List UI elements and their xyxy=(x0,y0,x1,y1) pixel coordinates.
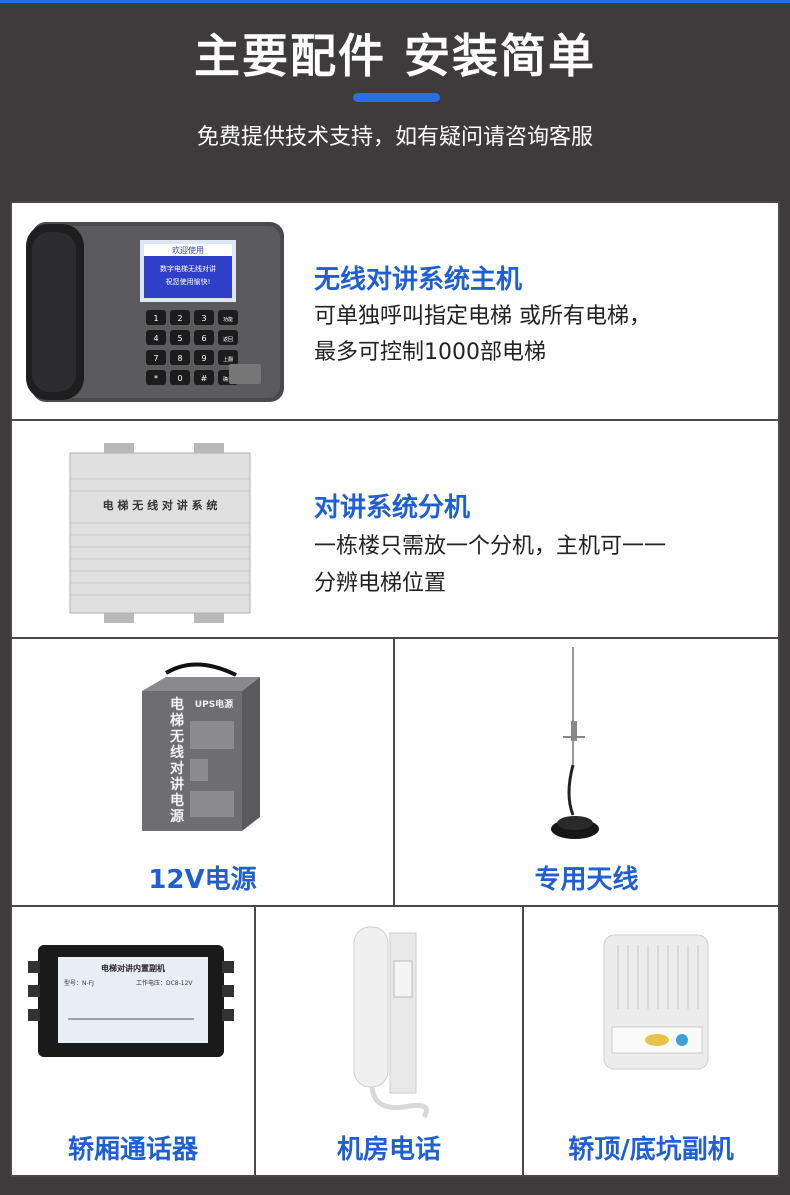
keypad-key xyxy=(194,330,214,345)
extension-desc-line2: 分辨电梯位置 xyxy=(314,571,447,596)
keypad-key xyxy=(218,330,238,345)
antenna-image xyxy=(551,647,599,839)
keypad-key-label: 0 xyxy=(177,374,182,383)
keypad-key xyxy=(194,310,214,325)
extension-box-image: 电 梯 无 线 对 讲 系 统 xyxy=(69,443,251,623)
screen-line-2: 数字电梯无线对讲 xyxy=(160,264,216,273)
extension-title: 对讲系统分机 xyxy=(314,493,471,523)
keypad-key-label: 功能 xyxy=(223,316,233,323)
power-ups-label: UPS电源 xyxy=(195,698,233,710)
pit-unit-label: 轿顶/底坑副机 xyxy=(568,1135,734,1165)
power-label: 12V电源 xyxy=(148,865,257,895)
keypad-key-label: 8 xyxy=(177,354,182,363)
keypad-key xyxy=(170,330,190,345)
car-unit-voltage: 工作电压：DC8-12V xyxy=(136,979,193,987)
main-unit-title: 无线对讲系统主机 xyxy=(314,265,523,295)
keypad-key xyxy=(146,350,166,365)
power-panel: UPS电源 电梯无线对讲电源 12V电源 xyxy=(10,637,395,907)
screen-welcome-text: 欢迎使用 xyxy=(172,245,204,255)
extension-desc-line1: 一栋楼只需放一个分机，主机可一一 xyxy=(314,534,667,559)
top-accent-line xyxy=(0,0,790,3)
car-unit-panel: 电梯对讲内置副机 型号：N-FJ 工作电压：DC8-12V 轿厢通话器 xyxy=(10,905,256,1177)
page-subtitle: 免费提供技术支持，如有疑问请咨询客服 xyxy=(196,125,593,150)
machine-phone-panel: 机房电话 xyxy=(254,905,524,1177)
keypad-key xyxy=(146,330,166,345)
keypad-key xyxy=(218,350,238,365)
keypad: 1 2 3 功能 4 5 6 返回 7 8 9 上翻 * 0 # 确认 xyxy=(146,310,238,385)
power-supply-image: UPS电源 xyxy=(142,662,260,831)
page-title: 主要配件 安装简单 xyxy=(193,29,596,83)
keypad-key xyxy=(146,310,166,325)
keypad-key-label: 6 xyxy=(201,334,206,343)
main-unit-panel: 欢迎使用 数字电梯无线对讲 祝您使用愉快! 1 2 3 功能 4 5 6 返回 7 8 9 上翻 * 0 #… xyxy=(10,201,780,421)
machine-phone-label: 机房电话 xyxy=(336,1135,441,1165)
keypad-key xyxy=(170,350,190,365)
keypad-key-label: # xyxy=(201,374,208,383)
main-unit-image: 欢迎使用 数字电梯无线对讲 祝您使用愉快! 1 2 3 功能 4 5 6 返回 7 8 9 上翻 * 0 #… xyxy=(26,222,284,402)
keypad-key-label: 1 xyxy=(153,314,158,323)
title-underline xyxy=(353,93,440,102)
keypad-key-label: 4 xyxy=(153,334,158,343)
keypad-key-label: 确认 xyxy=(223,376,233,383)
car-unit-image: 电梯对讲内置副机 型号：N-FJ 工作电压：DC8-12V xyxy=(28,945,234,1057)
keypad-key xyxy=(194,370,214,385)
keypad-key-label: 上翻 xyxy=(223,356,233,363)
extension-box-label: 电 梯 无 线 对 讲 系 统 xyxy=(103,498,218,512)
keypad-key xyxy=(218,310,238,325)
machine-phone-image xyxy=(353,926,429,1119)
keypad-key xyxy=(170,310,190,325)
car-unit-device-title: 电梯对讲内置副机 xyxy=(101,963,165,973)
car-unit-label: 轿厢通话器 xyxy=(67,1135,198,1165)
main-unit-desc-line1: 可单独呼叫指定电梯 或所有电梯， xyxy=(314,304,651,329)
screen-line-3: 祝您使用愉快! xyxy=(166,277,211,286)
extension-panel: 电 梯 无 线 对 讲 系 统 对讲系统分机 一栋楼只需放一个分机，主机可一一 … xyxy=(10,419,780,639)
keypad-key-label: 2 xyxy=(177,314,182,323)
keypad-key xyxy=(170,370,190,385)
antenna-label: 专用天线 xyxy=(534,865,639,895)
antenna-panel: 专用天线 xyxy=(393,637,780,907)
car-unit-model: 型号：N-FJ xyxy=(64,979,94,987)
keypad-key-label: * xyxy=(154,374,158,383)
keypad-key xyxy=(146,370,166,385)
keypad-key-label: 5 xyxy=(177,334,182,343)
power-side-text: 电梯无线对讲电源 xyxy=(170,697,184,825)
keypad-key-label: 7 xyxy=(153,354,158,363)
keypad-key-label: 3 xyxy=(201,314,206,323)
main-unit-desc-line2: 最多可控制1000部电梯 xyxy=(314,340,546,365)
keypad-key-label: 返回 xyxy=(223,336,233,343)
keypad-key xyxy=(194,350,214,365)
pit-unit-image xyxy=(603,934,709,1070)
keypad-key-label: 9 xyxy=(201,354,206,363)
pit-unit-panel: 轿顶/底坑副机 xyxy=(522,905,780,1177)
